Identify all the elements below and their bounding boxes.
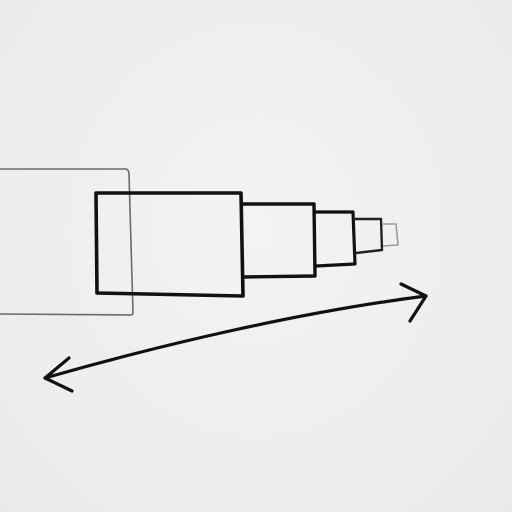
arrow-head-left [43,356,74,393]
segment-3-rect [315,210,357,268]
segment-4-rect [355,217,384,255]
segment-2-rect [243,202,317,279]
arrow-shaft [43,294,428,380]
double-arrow [43,282,428,393]
segment-5-rect [382,223,399,247]
segment-1-rect [94,191,245,298]
arrow-head-right [399,282,428,323]
background-frame-rect [0,168,134,316]
